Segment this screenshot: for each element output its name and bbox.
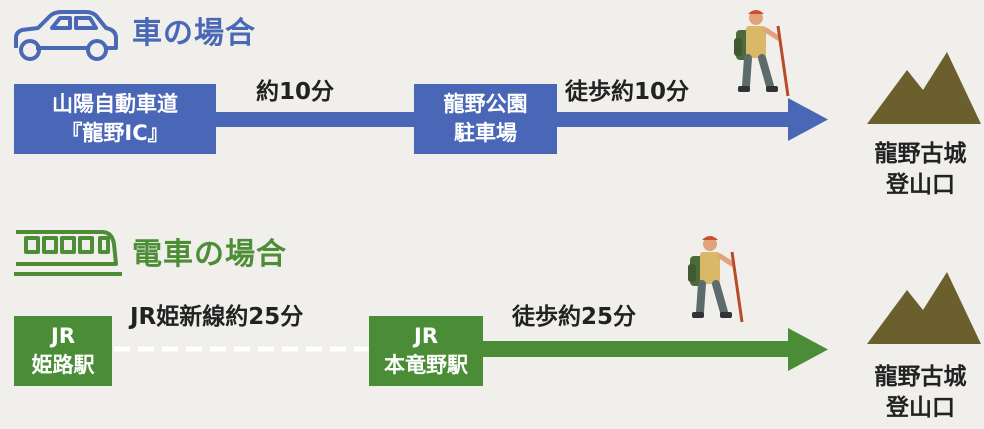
- car-leg2-label: 徒歩約10分: [565, 79, 690, 105]
- train-section-title: 電車の場合: [132, 237, 287, 272]
- car-middle-box: 龍野公園 駐車場: [414, 84, 557, 154]
- mountain-icon: [867, 272, 981, 344]
- car-start-line2: 『龍野IC』: [61, 121, 169, 145]
- car-destination-line1: 龍野古城: [874, 141, 967, 167]
- train-middle-box: JR 本竜野駅: [369, 316, 483, 386]
- car-destination: 龍野古城 登山口: [858, 139, 983, 201]
- train-start-line1: JR: [51, 324, 75, 348]
- car-icon: [14, 10, 118, 61]
- train-middle-line1: JR: [414, 324, 438, 348]
- train-route-arrow: [114, 328, 828, 371]
- car-destination-line2: 登山口: [886, 172, 955, 198]
- car-section-title: 車の場合: [132, 16, 256, 51]
- car-start-box: 山陽自動車道 『龍野IC』: [14, 84, 216, 154]
- car-middle-line1: 龍野公園: [443, 92, 528, 116]
- train-leg1-label: JR姫新線約25分: [130, 304, 304, 330]
- train-destination-line1: 龍野古城: [874, 364, 967, 390]
- train-start-box: JR 姫路駅: [14, 316, 112, 386]
- train-leg2-label: 徒歩約25分: [512, 304, 637, 330]
- train-destination: 龍野古城 登山口: [858, 362, 983, 424]
- hiker-icon: [688, 236, 744, 323]
- car-start-line1: 山陽自動車道: [52, 92, 178, 116]
- car-leg1-label: 約10分: [256, 79, 335, 105]
- train-start-line2: 姫路駅: [31, 353, 95, 377]
- train-middle-line2: 本竜野駅: [384, 353, 468, 377]
- train-icon: [14, 230, 122, 276]
- hiker-icon: [734, 10, 790, 97]
- car-middle-line2: 駐車場: [454, 121, 517, 145]
- mountain-icon: [867, 52, 981, 124]
- train-destination-line2: 登山口: [886, 395, 955, 421]
